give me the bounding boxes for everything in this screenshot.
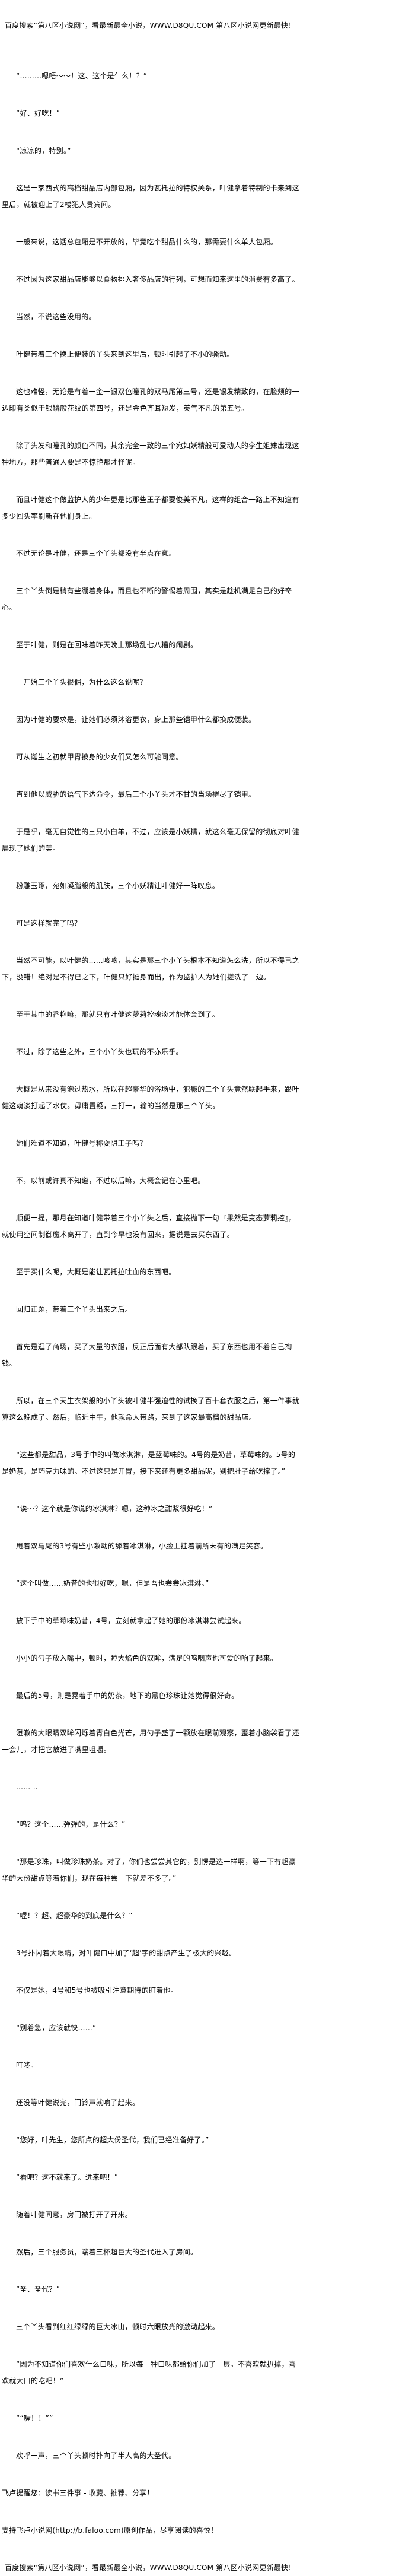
chapter-page: 百度搜索“第八区小说网”，看最新最全小说，WWW.D8QU.COM 第八区小说网… <box>2 17 301 2576</box>
story-paragraph: 至于其中的香艳嘛，那就只有叶健这萝莉控魂淡才能体会到了。 <box>16 1010 220 1019</box>
story-paragraph: 当然，不说这些没用的。 <box>16 313 96 321</box>
story-paragraph: 不，以前或许真不知道，不过以后嘛，大概会记在心里吧。 <box>16 1176 205 1185</box>
story-paragraph: 一般来说，这话总包厢是不开放的，毕竟吃个甜品什么的，那需要什么单人包厢。 <box>16 238 278 246</box>
story-paragraph: “因为不知道你们喜欢什么口味，所以每一种口味都给你们加了一层。不喜欢就扒掉，喜欢… <box>2 2360 296 2385</box>
site-banner-top: 百度搜索“第八区小说网”，看最新最全小说，WWW.D8QU.COM 第八区小说网… <box>5 21 296 30</box>
story-paragraph: 小小的勺子放入嘴中，顿时，瞪大焰色的双眸，满足的呜咽声也可爱的响了起来。 <box>16 1654 278 1662</box>
story-paragraph: 三个丫头倒是稍有些绷着身体，而且也不断的警惕着周围，其实是趁机满足自己的好奇心。 <box>2 587 292 612</box>
story-paragraph: 粉雕玉琢，宛如凝脂般的肌肤，三个小妖精让叶健好一阵叹息。 <box>16 882 220 890</box>
story-paragraph: 不过无论是叶健，还是三个丫头都没有半点在意。 <box>16 549 176 558</box>
story-paragraph: 因为叶健的要求是，让她们必须沐浴更衣，身上那些铠甲什么都换成便装。 <box>16 715 256 724</box>
story-paragraph: 欢呼一声，三个丫头顿时扑向了半人高的大圣代。 <box>16 2451 176 2460</box>
site-banner-bottom: 百度搜索“第八区小说网”，看最新最全小说，WWW.D8QU.COM 第八区小说网… <box>5 2564 296 2572</box>
story-paragraph: “那是珍珠，叫做珍珠奶茶。对了，你们也尝尝其它的，别愣是选一样啊，等一下有超豪华… <box>2 1858 296 1882</box>
story-paragraph: 澄澈的大眼睛双眸闪烁着青白色光芒，用勺子盛了一颗放在眼前观察，歪着小脑袋看了还一… <box>2 1729 299 1754</box>
story-paragraph: 一开始三个丫头很倔，为什么这么说呢？ <box>16 678 147 686</box>
story-paragraph: 放下手中的草莓味奶昔，4号，立刻就拿起了她的那份冰淇淋尝试起来。 <box>16 1617 246 1625</box>
story-paragraph: “您好，叶先生，您所点的超大份圣代，我们已经准备好了。” <box>16 2136 209 2144</box>
story-paragraph: 这也难怪，无论是有着一金一银双色瞳孔的双马尾第三号，还是银发精致的，在脸颊的一边… <box>2 387 299 412</box>
story-paragraph: 不仅是她，4号和5号也被吸引注意期待的盯着他。 <box>16 1986 178 1995</box>
story-paragraph: “这些都是甜品，3号手中的叫做冰淇淋，是蓝莓味的。4号的是奶昔，草莓味的。5号的… <box>2 1451 296 1475</box>
story-paragraph: 不过因为这家甜品店能够以食物排入奢侈品店的行列，可想而知来这里的消费有多高了。 <box>16 275 299 284</box>
story-paragraph: 不过，除了这些之外，三个小丫头也玩的不亦乐乎。 <box>16 1048 183 1056</box>
story-paragraph: “好、好吃！” <box>16 109 60 117</box>
story-paragraph: 而且叶健这个做监护人的少年更是比那些王子都要俊美不凡，这样的组合一路上不知道有多… <box>2 495 299 520</box>
faloo-reminder: 飞卢提醒您：读书三件事 - 收藏、推荐、分享！ <box>2 2489 154 2497</box>
story-paragraph: 3号扑闪着大眼睛，对叶健口中加了‘超’字的甜点产生了极大的兴趣。 <box>16 1949 237 1957</box>
story-paragraph: “这个叫做……奶昔的也很好吃，嗯，但是吾也尝尝冰淇淋。” <box>16 1579 209 1588</box>
story-paragraph: 当然不可能，以叶健的……咳咳，其实是那三个小丫头根本不知道怎么洗，所以不得已之下… <box>2 956 299 981</box>
story-paragraph: 还没等叶健说完，门铃声就响了起来。 <box>16 2098 140 2107</box>
story-paragraph: 她们难道不知道，叶健号称耍阴王子吗？ <box>16 1139 147 1147</box>
story-paragraph: 至于叶健，则是在回味着昨天晚上那场乱七八糟的闹剧。 <box>16 641 198 649</box>
story-paragraph: 最后的5号，则是晃着手中的奶茶，地下的黑色珍珠让她觉得很好奇。 <box>16 1691 239 1700</box>
story-paragraph: 然后，三个服务员，端着三杯超巨大的圣代进入了房间。 <box>16 2248 198 2256</box>
story-paragraph: 可从诞生之初就甲胄披身的少女们又怎么可能同意。 <box>16 753 183 761</box>
story-paragraph: 可是这样就完了吗？ <box>16 919 82 927</box>
faloo-support-note: 支持飞卢小说网(http://b.faloo.com)原创作品，尽享阅读的喜悦！ <box>2 2526 218 2534</box>
story-paragraph: 顺便一提，那月在知道叶健带着三个小丫头之后，直接抛下一句『果然是变态萝莉控』，就… <box>2 1214 296 1239</box>
story-paragraph: 回归正题，带着三个丫头出来之后。 <box>16 1305 133 1314</box>
story-paragraph: 首先是逛了商场，买了大量的衣服，反正后面有大部队跟着，买了东西也用不着自己掏钱。 <box>2 1343 292 1367</box>
story-paragraph: “看吧？这不就来了。进来吧！” <box>16 2173 119 2181</box>
story-paragraph: 叮咚。 <box>16 2061 38 2069</box>
story-paragraph: 直到他以威胁的语气下达命令，最后三个小丫头才不甘的当场褪尽了铠甲。 <box>16 790 256 799</box>
story-paragraph: “圣、圣代？” <box>16 2285 60 2294</box>
story-paragraph: “凉凉的，特别。” <box>16 147 71 155</box>
chapter-body: “………嗯唔～～！这、这个是什么！？” “好、好吃！” “凉凉的，特别。” 这是一家西… <box>2 68 301 2464</box>
story-paragraph: 叶健带着三个换上便装的丫头来到这里后，顿时引起了不小的骚动。 <box>16 350 234 358</box>
story-paragraph: 于是乎，毫无自觉性的三只小白羊，不过，应该是小妖精，就这么毫无保留的彻底对叶健展… <box>2 828 299 853</box>
story-paragraph: 至于买什么呢，大概是能让瓦托拉吐血的东西吧。 <box>16 1268 176 1276</box>
story-paragraph: “别着急，应该就快……” <box>16 2024 97 2032</box>
story-paragraph: “………嗯唔～～！这、这个是什么！？” <box>16 72 148 80</box>
story-paragraph: “呜？这个……弹弹的，是什么？” <box>16 1820 126 1828</box>
story-paragraph: 甩着双马尾的3号有些小激动的舔着冰淇淋，小脸上挂着前所未有的满足笑容。 <box>16 1542 268 1550</box>
story-paragraph: “诶～？这个就是你说的冰淇淋？嗯，这种冰之甜浆很好吃！” <box>16 1505 213 1513</box>
story-paragraph: 这是一家西式的高档甜品店内部包厢，因为瓦托拉的特权关系，叶健拿着特制的卡来到这里… <box>2 184 299 209</box>
story-paragraph: 大概是从来没有泡过热水，所以在超豪华的浴场中，犯瘾的三个丫头竟然联起手来，跟叶健… <box>2 1085 299 1110</box>
story-paragraph: 除了头发和瞳孔的颜色不同，其余完全一致的三个宛如妖精般可爱动人的孪生姐妹出现这种… <box>2 441 299 466</box>
story-paragraph: 所以，在三个天生衣架般的小丫头被叶健半强迫性的试换了百十套衣服之后，第一件事就算… <box>2 1397 299 1421</box>
story-paragraph: “喔！？超、超豪华的到底是什么？” <box>16 1912 133 1920</box>
story-paragraph: 三个丫头看到红红绿绿的巨大冰山，顿时六眼放光的激动起来。 <box>16 2323 220 2331</box>
story-paragraph: …… ‥ <box>16 1783 38 1791</box>
story-paragraph: 随着叶健同意，房门被打开了开来。 <box>16 2211 133 2219</box>
story-paragraph: ““喔！！”” <box>16 2414 53 2422</box>
